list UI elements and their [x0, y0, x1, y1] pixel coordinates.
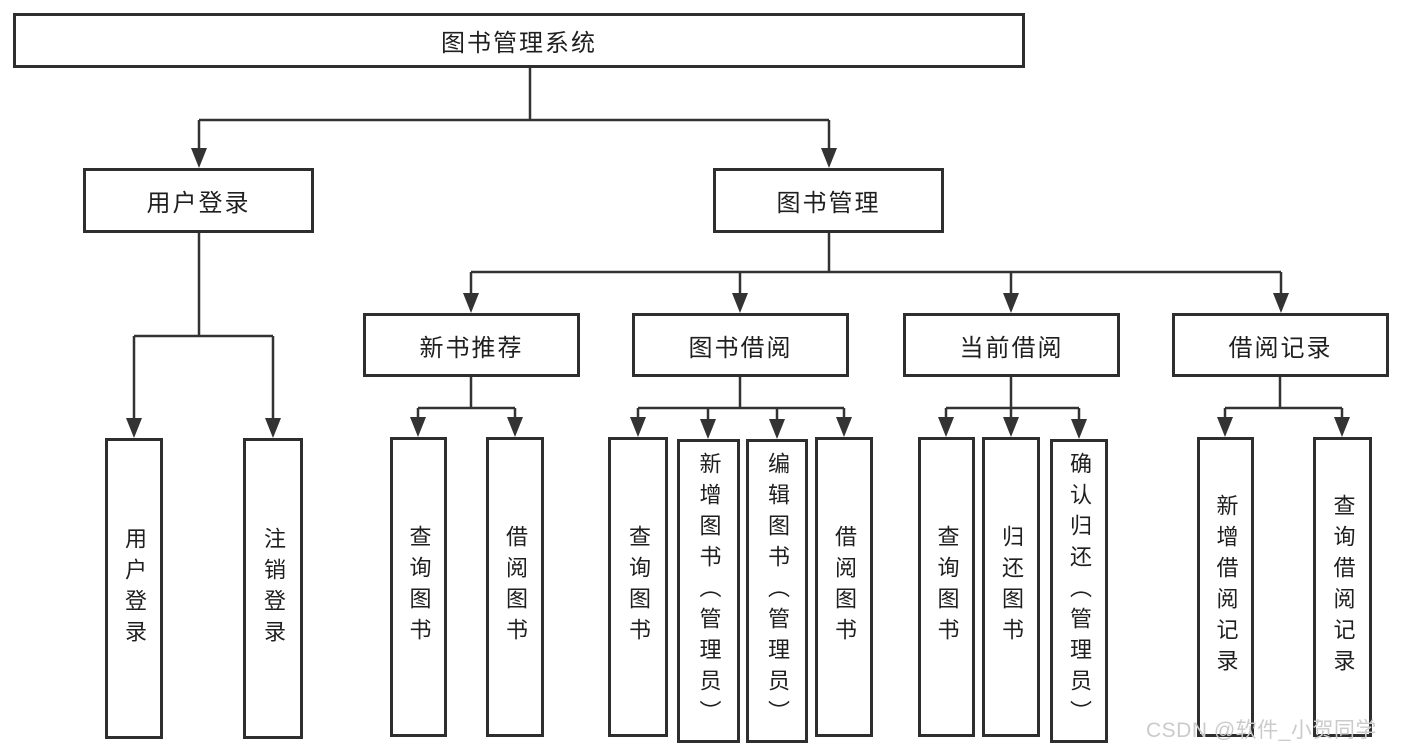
leaf-query-borrowing-record: 查询借阅记录 [1313, 437, 1372, 737]
node-current-borrowing: 当前借阅 [903, 313, 1120, 377]
node-new-book-recommendation: 新书推荐 [363, 313, 580, 377]
leaf-user-login: 用户登录 [105, 438, 163, 739]
leaf-query-books: 查询图书 [918, 437, 975, 737]
node-user-login: 用户登录 [83, 168, 314, 233]
leaf-add-borrowing-record: 新增借阅记录 [1197, 437, 1254, 737]
leaf-add-books-admin: 新增图书（管理员） [677, 439, 740, 743]
leaf-query-books: 查询图书 [390, 437, 447, 737]
node-library-management-system: 图书管理系统 [13, 13, 1025, 68]
node-book-borrowing: 图书借阅 [632, 313, 849, 377]
leaf-return-books: 归还图书 [982, 437, 1040, 737]
leaf-logout: 注销登录 [243, 438, 303, 739]
leaf-edit-books-admin: 编辑图书（管理员） [746, 439, 808, 743]
node-borrowing-records: 借阅记录 [1172, 313, 1389, 377]
leaf-borrow-books: 借阅图书 [815, 437, 873, 737]
leaf-borrow-books: 借阅图书 [486, 437, 544, 737]
leaf-confirm-return-admin: 确认归还（管理员） [1050, 439, 1108, 743]
node-book-management: 图书管理 [713, 168, 944, 233]
leaf-query-books: 查询图书 [608, 437, 668, 737]
watermark: CSDN @软件_小贺同学 [1146, 719, 1377, 742]
